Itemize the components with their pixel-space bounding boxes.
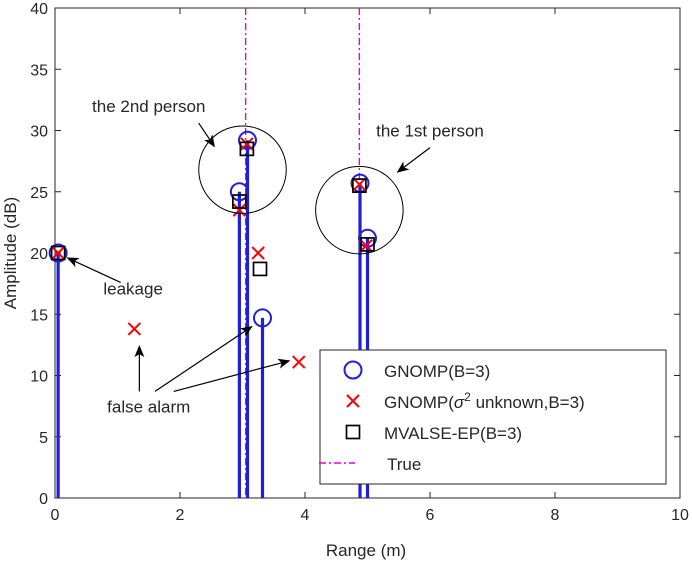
y-tick-label: 35 [30, 62, 48, 79]
x-axis-label: Range (m) [326, 541, 406, 560]
legend-superscript: 2 [464, 390, 471, 404]
markers [48, 130, 377, 369]
highlight-circle [198, 125, 287, 214]
x-stroke [346, 394, 360, 408]
legend-swatch [346, 394, 360, 408]
gnomp-sigma-unknown-point [292, 355, 306, 369]
mvalse-ep-point [239, 141, 255, 157]
legend-entry-label: MVALSE-EP(B=3) [384, 424, 522, 443]
gnomp-sigma-unknown-point [127, 322, 142, 336]
x-stroke [240, 137, 254, 151]
annotation-label: false alarm [107, 397, 190, 416]
annotation-label: the 1st person [376, 122, 484, 141]
mvalse-ep-point [352, 178, 367, 193]
x-stroke [352, 177, 367, 192]
legend-text-part: unknown,B=3) [471, 393, 585, 412]
x-tick-label: 10 [671, 507, 689, 524]
mvalse-ep-point [360, 237, 375, 252]
annotation-label: leakage [103, 280, 163, 299]
annotation-arrow [66, 257, 121, 283]
legend: GNOMP(B=3) GNOMP(σ2 unknown,B=3) MVALSE-EP… [319, 349, 667, 485]
y-tick-label: 40 [30, 1, 48, 18]
mvalse-ep-point [50, 245, 66, 261]
x-stroke [359, 238, 373, 253]
y-tick-label: 10 [30, 369, 48, 386]
mvalse-ep-point [232, 194, 247, 209]
y-tick-label: 15 [30, 307, 48, 324]
x-stroke [251, 246, 265, 260]
annotations: the 2nd person the 1st person leakage false… [66, 97, 484, 416]
gnomp-point [238, 130, 257, 150]
gnomp-sigma-unknown-point [352, 177, 367, 192]
annotation-arrow [396, 147, 431, 173]
gnomp-point [48, 243, 68, 263]
x-stroke [51, 246, 65, 260]
gnomp-sigma-unknown-point [359, 238, 373, 253]
legend-swatch [345, 424, 361, 440]
legend-swatch [343, 360, 363, 380]
gnomp-sigma-unknown-point [51, 246, 65, 260]
annotation-arrow [173, 358, 291, 393]
y-tick-label: 5 [39, 430, 48, 447]
x-tick-label: 8 [551, 507, 560, 524]
x-stroke [232, 203, 247, 217]
legend-sigma: σ [454, 393, 465, 412]
x-tick-label: 2 [176, 507, 185, 524]
y-tick-label: 30 [30, 124, 48, 141]
gnomp-point [229, 182, 249, 202]
legend-entry-label: GNOMP(B=3) [384, 362, 490, 381]
x-tick-label: 4 [301, 507, 310, 524]
mvalse-ep-point [252, 261, 268, 277]
legend-entry-label: True [387, 455, 421, 474]
gnomp-sigma-unknown-point [251, 246, 265, 260]
y-tick-label: 0 [39, 491, 48, 508]
x-stroke [127, 322, 142, 336]
highlight-circle [315, 165, 404, 255]
legend-box [319, 349, 667, 485]
y-tick-label: 25 [30, 185, 48, 202]
x-stroke [292, 355, 306, 369]
gnomp-point [253, 308, 272, 328]
y-axis-label: Amplitude (dB) [1, 197, 20, 309]
legend-text-part: GNOMP( [384, 393, 454, 412]
annotation-arrow [154, 325, 253, 392]
x-tick-label: 0 [51, 507, 60, 524]
gnomp-sigma-unknown-point [240, 137, 254, 151]
annotation-arrow [198, 122, 215, 148]
gnomp-sigma-unknown-point [232, 203, 247, 217]
x-tick-label: 6 [426, 507, 435, 524]
legend-entry-label: GNOMP(σ2 unknown,B=3) [384, 390, 585, 412]
annotation-label: the 2nd person [92, 97, 205, 116]
y-tick-label: 20 [30, 246, 48, 263]
